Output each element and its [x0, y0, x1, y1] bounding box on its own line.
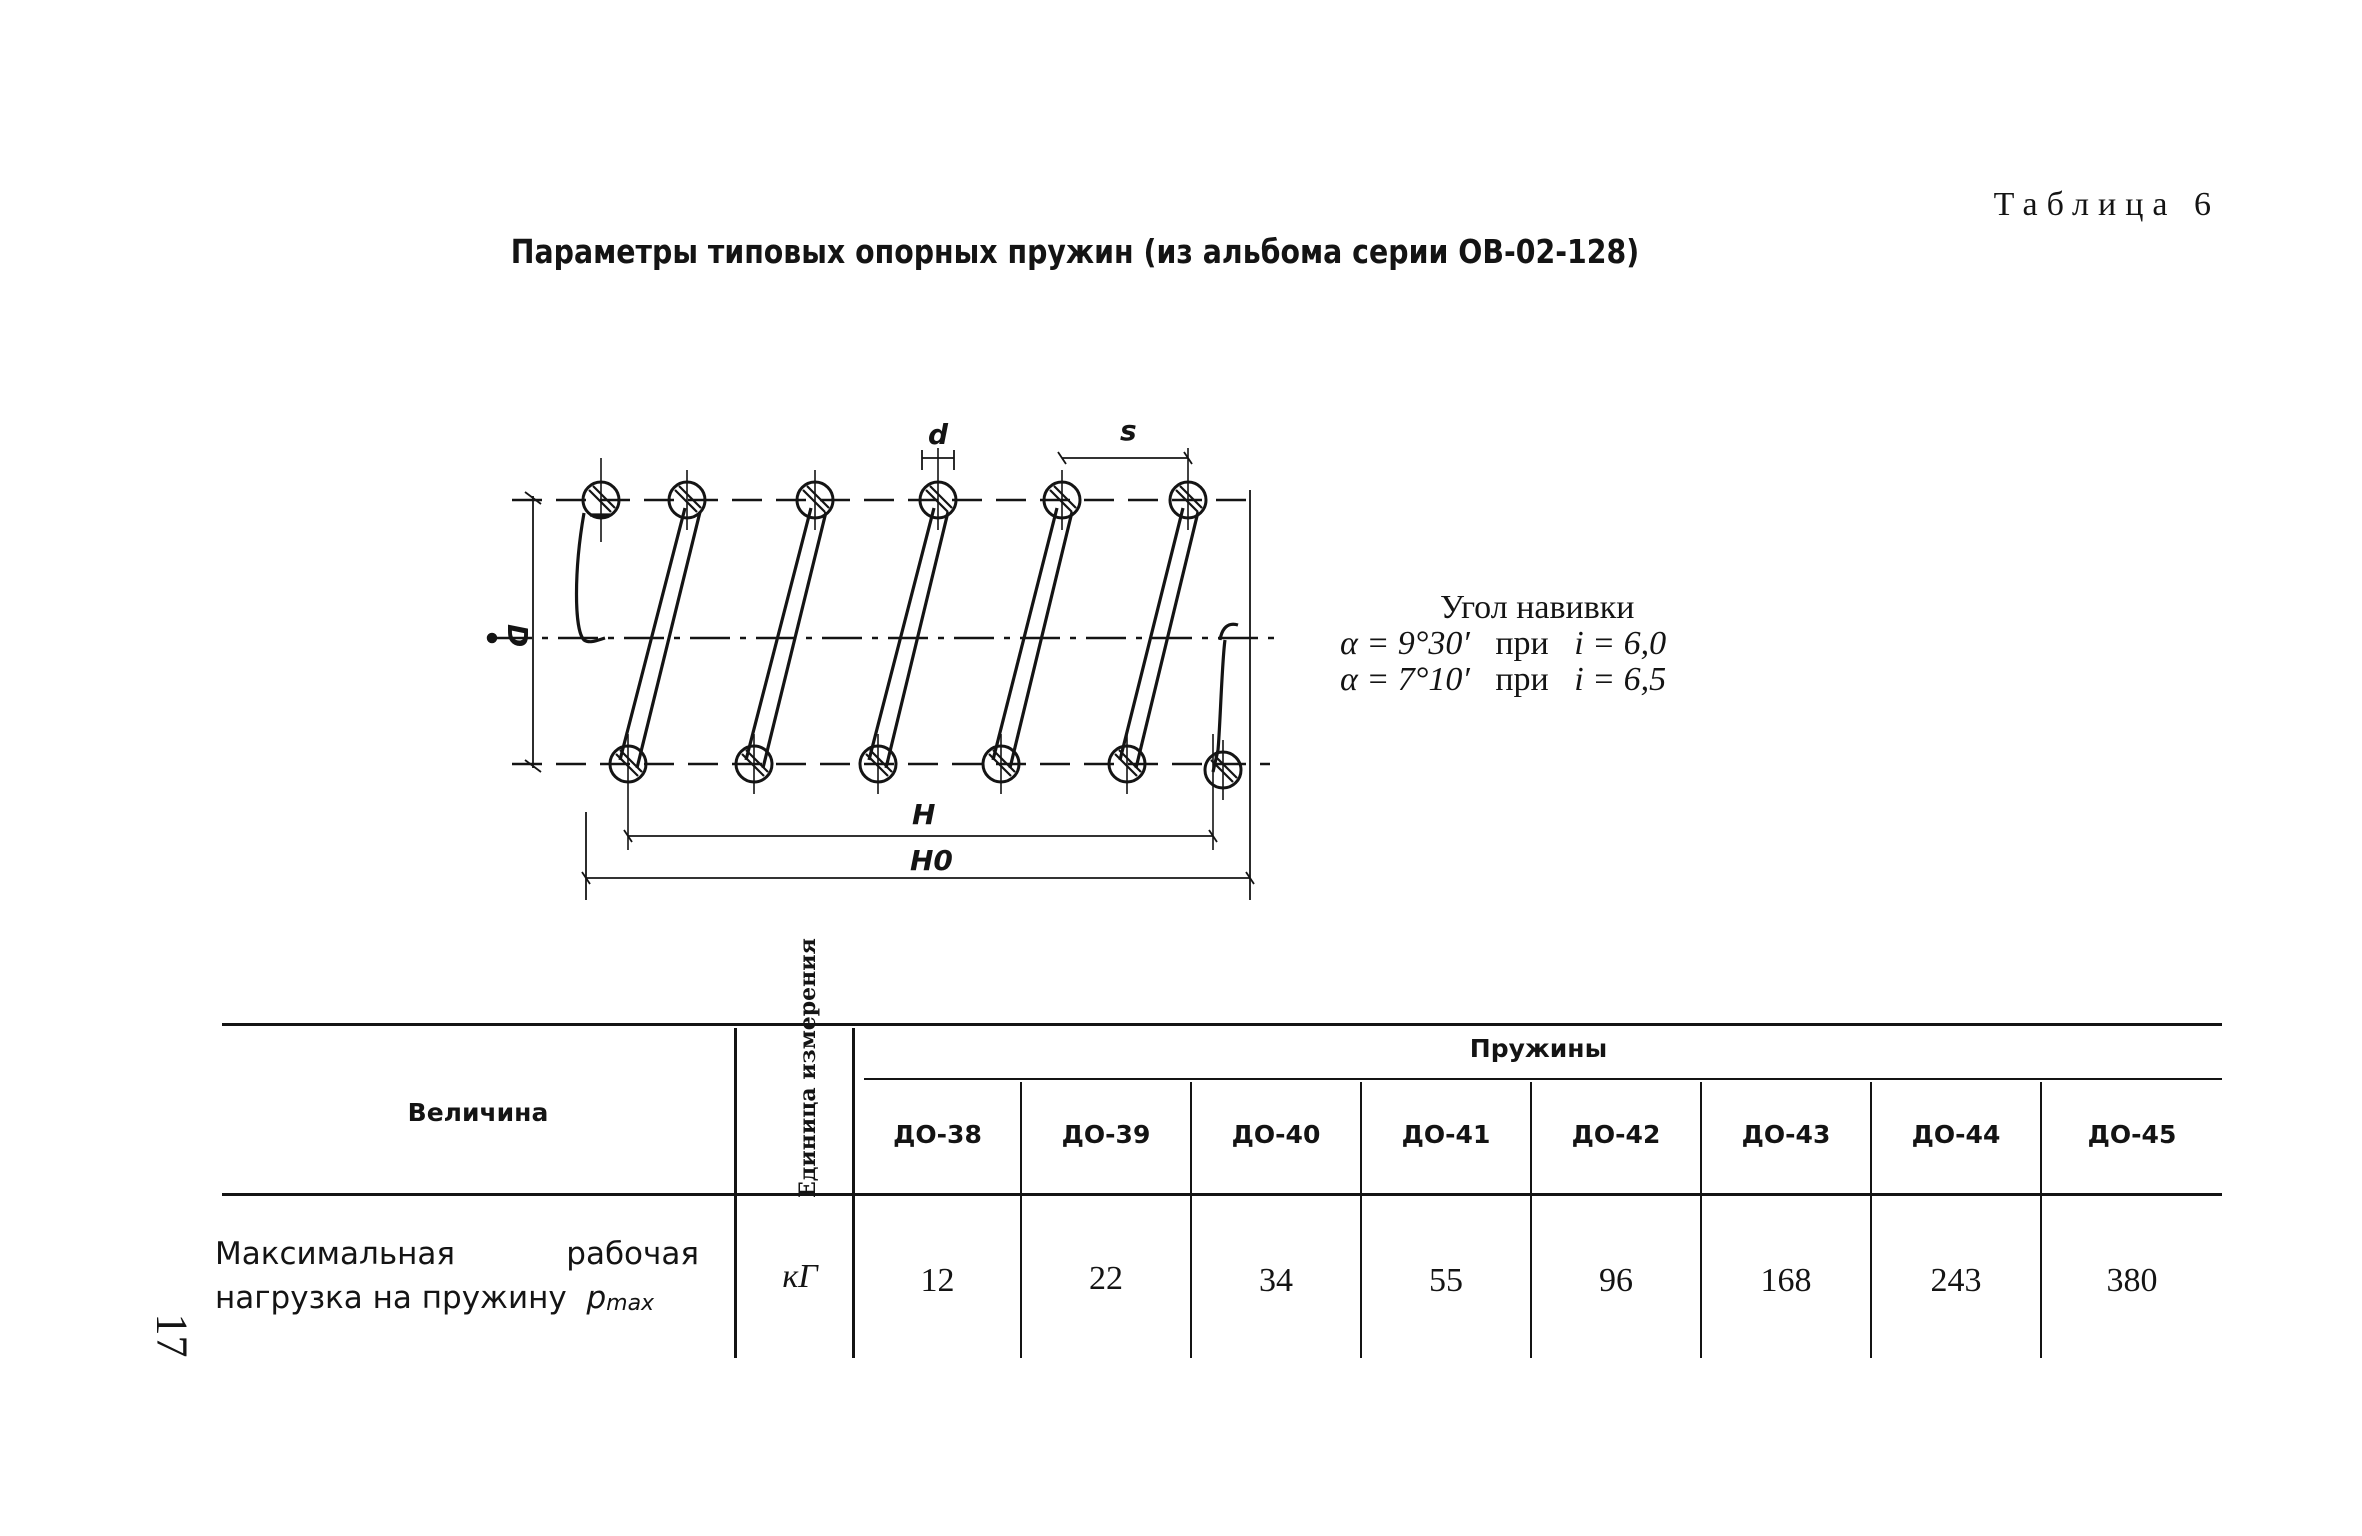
coil-bodies: [574, 507, 1239, 773]
label-D: D: [501, 624, 534, 647]
winding-note-line-1: α = 9°30′ при i = 6,0: [1340, 625, 1667, 662]
label-H: H: [912, 798, 935, 831]
col-divider: [1190, 1082, 1192, 1358]
winding-note-title: Угол навивки: [1440, 589, 1635, 626]
col-divider: [1870, 1082, 1872, 1358]
label-s: s: [1120, 414, 1137, 447]
col-header-spring: ДО-43: [1741, 1120, 1831, 1149]
row-unit: кГ: [782, 1258, 818, 1295]
col-header-spring: ДО-39: [1061, 1120, 1151, 1149]
row-parameter-label: Максимальная рабочая нагрузка на пружину…: [215, 1236, 699, 1316]
label-H0: H0: [910, 844, 953, 877]
col-divider: [852, 1028, 855, 1358]
table-cell-value: 96: [1599, 1262, 1633, 1299]
winding-note-line-2: α = 7°10′ при i = 6,5: [1340, 661, 1667, 698]
col-header-spring: ДО-41: [1401, 1120, 1491, 1149]
table-top-rule: [222, 1023, 2222, 1026]
spring-drawing: d s D H H0: [486, 414, 1282, 900]
bottom-wire-sections: [608, 734, 1243, 850]
col-divider: [2040, 1082, 2042, 1358]
col-divider: [734, 1028, 737, 1358]
spring-geometry: [486, 448, 1282, 900]
table-cell-value: 380: [2106, 1262, 2158, 1299]
col-header-spring: ДО-42: [1571, 1120, 1661, 1149]
header-bottom-rule: [222, 1193, 2222, 1196]
col-header-spring: ДО-45: [2087, 1120, 2177, 1149]
end-coil-right: [1211, 639, 1227, 773]
top-wire-sections: [581, 448, 1208, 542]
col-header-spring: ДО-40: [1231, 1120, 1321, 1149]
page-number: 17: [147, 1313, 197, 1358]
col-header-spring: ДО-44: [1911, 1120, 2001, 1149]
col-divider: [1530, 1082, 1532, 1358]
col-divider: [1020, 1082, 1022, 1358]
table-cell-value: 55: [1429, 1262, 1463, 1299]
col-divider: [1360, 1082, 1362, 1358]
col-header-spring: ДО-38: [893, 1120, 982, 1149]
dimension-lines: [524, 450, 1255, 900]
group-header-rule: [864, 1078, 2222, 1080]
table-label: Таблица 6: [1993, 186, 2220, 223]
end-coil-left: [574, 512, 606, 644]
winding-angle-note: Угол навивки α = 9°30′ при i = 6,0 α = 7…: [1340, 590, 1666, 698]
page-title: Параметры типовых опорных пружин (из аль…: [510, 232, 1640, 271]
table-cell-value: 22: [1089, 1260, 1123, 1297]
table-cell-value: 12: [920, 1262, 955, 1299]
label-d: d: [928, 418, 949, 451]
axis-end-dot: [486, 632, 498, 644]
table-cell-value: 34: [1259, 1262, 1293, 1299]
col-header-quantity: Величина: [407, 1098, 549, 1127]
table-cell-value: 168: [1760, 1262, 1812, 1299]
col-header-springs-group: Пружины: [1469, 1034, 1608, 1063]
col-divider: [1700, 1082, 1702, 1358]
table-cell-value: 243: [1930, 1262, 1982, 1299]
